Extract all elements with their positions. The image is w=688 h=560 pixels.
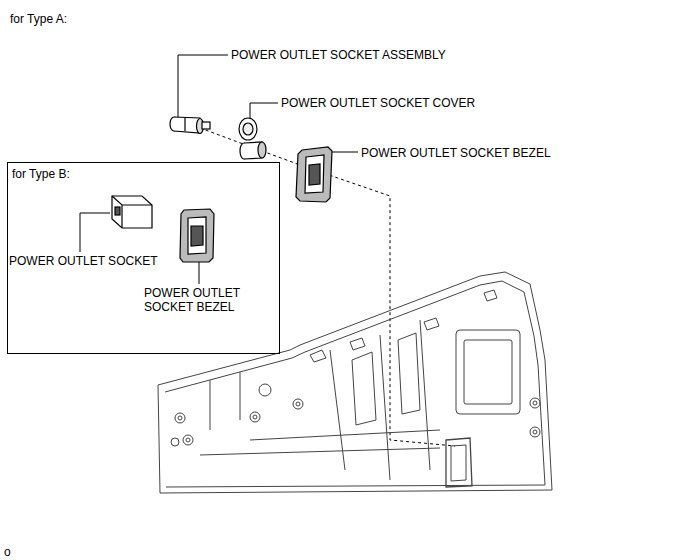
part-name: POWER OUTLET SOCKET [9,254,157,268]
part-name: POWER OUTLET SOCKET BEZEL [144,286,248,314]
page-mark: o [4,545,11,559]
group-heading: for Type B: [12,167,279,181]
part-name: POWER OUTLET SOCKET COVER [281,96,475,110]
part-name: POWER OUTLET SOCKET BEZEL [361,146,551,160]
type-heading: for Type A: [10,12,67,26]
part-name: POWER OUTLET SOCKET ASSEMBLY [231,48,446,62]
